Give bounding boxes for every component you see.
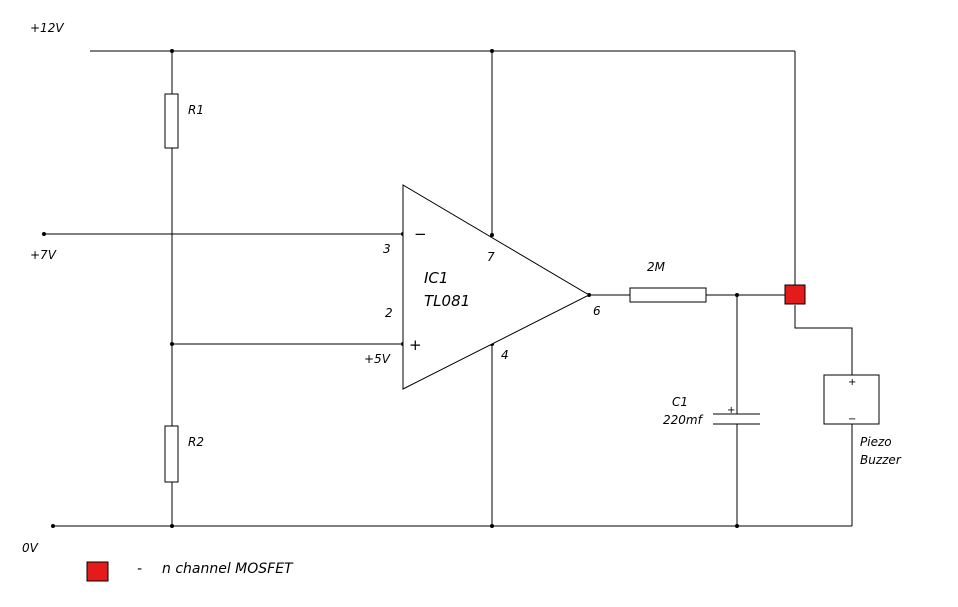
capacitor-name-label: C1 — [672, 395, 688, 409]
piezo-buzzer — [823, 374, 880, 425]
capacitor-c1 — [713, 413, 760, 425]
resistor-2m-label: 2M — [647, 260, 666, 274]
divider-5v-label: +5V — [364, 352, 391, 366]
resistor-r2 — [164, 425, 179, 483]
capacitor-polarity-label: + — [727, 405, 735, 416]
pin-3-label: 3 — [383, 242, 391, 256]
legend-dash: - — [137, 561, 142, 577]
opamp-pin-dot — [490, 233, 494, 237]
mosfet-buzzer-wire — [794, 305, 853, 375]
pin-7-label: 7 — [487, 250, 495, 264]
mosfet-symbol — [784, 284, 806, 305]
legend-text: n channel MOSFET — [162, 561, 294, 577]
resistor-r1 — [164, 93, 179, 149]
wires — [44, 50, 853, 527]
resistor-2m — [629, 287, 707, 303]
buzzer-minus-label: − — [848, 414, 856, 425]
junction-dot — [51, 524, 55, 528]
pin-2-label: 2 — [385, 306, 393, 320]
buzzer-plus-label: + — [848, 377, 856, 388]
opamp-name-label: IC1 — [424, 269, 448, 287]
junction-dot — [170, 342, 174, 346]
capacitor-value-label: 220mf — [663, 413, 704, 427]
pin-6-label: 6 — [593, 304, 601, 318]
pin-4-label: 4 — [501, 348, 509, 362]
ground-rail-label: 0V — [22, 541, 39, 555]
r1-label: R1 — [188, 103, 204, 117]
legend-mosfet-swatch — [86, 561, 109, 582]
junction-dot — [490, 524, 494, 528]
noninverting-input-symbol: + — [409, 336, 422, 354]
junction-dot — [170, 49, 174, 53]
r2-label: R2 — [188, 435, 204, 449]
inverting-input-symbol: − — [414, 225, 427, 243]
opamp-triangle — [402, 184, 591, 390]
junction-dot — [735, 524, 739, 528]
junction-dot — [170, 524, 174, 528]
buzzer-label-line1: Piezo — [860, 435, 892, 449]
junction-dot — [735, 293, 739, 297]
junction-dot — [42, 232, 46, 236]
junction-dot — [490, 49, 494, 53]
buzzer-label-line2: Buzzer — [860, 453, 902, 467]
opamp-part-label: TL081 — [424, 292, 470, 310]
positive-rail-label: +12V — [30, 21, 64, 35]
input-7v-label: +7V — [30, 248, 57, 262]
